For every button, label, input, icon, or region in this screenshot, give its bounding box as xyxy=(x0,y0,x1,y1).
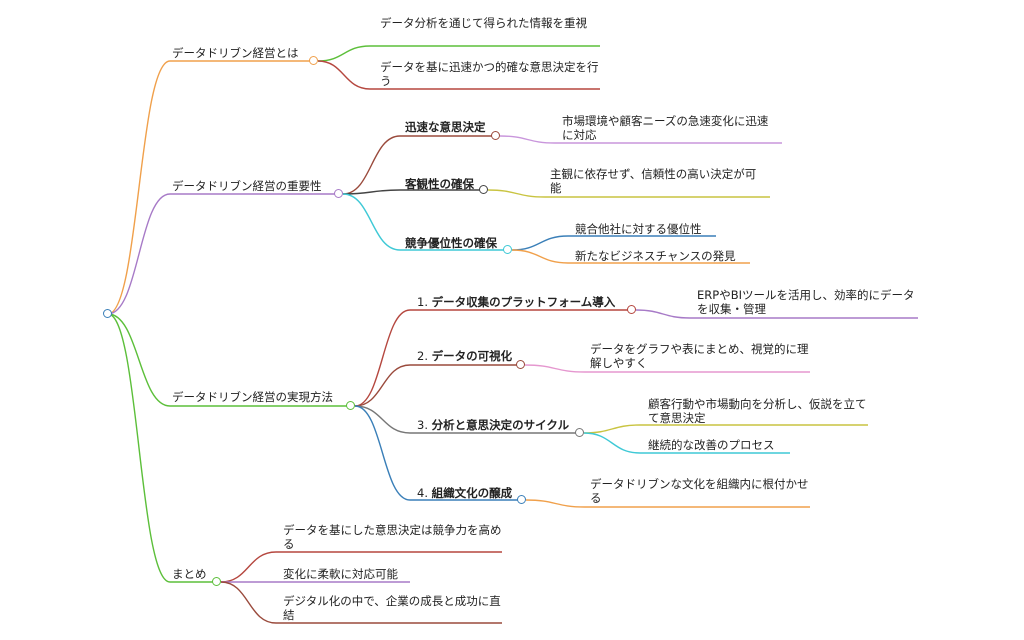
leaf-label: データドリブンな文化を組織内に根付かせる xyxy=(590,477,809,505)
branch-connector xyxy=(107,60,171,315)
leaf-label: ERPやBIツールを活用し、効率的にデータを収集・管理 xyxy=(697,288,915,316)
connector xyxy=(525,499,586,508)
step-number: 2. xyxy=(417,349,428,363)
step-title: データの可視化 xyxy=(431,349,513,363)
connector xyxy=(317,45,371,62)
connector xyxy=(499,135,556,144)
connector xyxy=(583,432,641,454)
step-number: 1. xyxy=(417,295,428,309)
branch-node[interactable] xyxy=(309,56,318,65)
connector xyxy=(220,581,277,624)
connector xyxy=(354,309,411,407)
step-number: 3. xyxy=(417,418,428,432)
connector xyxy=(511,249,569,264)
leaf-label: デジタル化の中で、企業の成長と成功に直結 xyxy=(283,594,501,622)
leaf-label: 顧客行動や市場動向を分析し、仮説を立てて意思決定 xyxy=(648,397,867,425)
branch-label: データドリブン経営の重要性 xyxy=(172,179,322,193)
leaf-label: データを基にした意思決定は競争力を高める xyxy=(283,523,502,551)
branch-label: データドリブン経営とは xyxy=(172,46,299,60)
sub-node[interactable] xyxy=(575,428,584,437)
connector xyxy=(342,189,401,195)
root-node[interactable] xyxy=(103,309,112,318)
connector xyxy=(342,193,401,251)
branch-node[interactable] xyxy=(346,401,355,410)
leaf-label: 継続的な改善のプロセス xyxy=(648,438,775,452)
sub-label: 3. 分析と意思決定のサイクル xyxy=(417,418,569,432)
sub-label: 4. 組織文化の醸成 xyxy=(417,486,512,500)
sub-label: 2. データの可視化 xyxy=(417,349,512,363)
sub-node[interactable] xyxy=(479,185,488,194)
sub-label: 迅速な意思決定 xyxy=(405,120,486,134)
leaf-label: 新たなビジネスチャンスの発見 xyxy=(575,249,736,263)
connector xyxy=(487,189,546,198)
connector xyxy=(342,135,401,195)
connector xyxy=(583,424,641,434)
connector xyxy=(220,551,277,583)
step-number: 4. xyxy=(417,486,428,500)
leaf-label: 変化に柔軟に対応可能 xyxy=(283,567,398,581)
connector xyxy=(635,309,691,319)
connector xyxy=(524,364,586,373)
sub-node[interactable] xyxy=(491,131,500,140)
sub-node[interactable] xyxy=(503,245,512,254)
branch-connector xyxy=(107,313,171,583)
connector xyxy=(511,235,569,251)
sub-label: 1. データ収集のプラットフォーム導入 xyxy=(417,295,615,309)
step-title: 分析と意思決定のサイクル xyxy=(431,418,570,432)
leaf-label: 市場環境や顧客ニーズの急速変化に迅速に対応 xyxy=(562,114,769,142)
leaf-label: 競合他社に対する優位性 xyxy=(575,222,702,236)
connector xyxy=(354,405,411,501)
branch-label: まとめ xyxy=(172,567,207,581)
step-title: 組織文化の醸成 xyxy=(431,486,513,500)
leaf-label: 主観に依存せず、信頼性の高い決定が可能 xyxy=(550,167,757,195)
sub-node[interactable] xyxy=(516,360,525,369)
branch-connector xyxy=(107,193,171,315)
branch-node[interactable] xyxy=(334,189,343,198)
sub-label: 客観性の確保 xyxy=(405,177,474,191)
sub-label: 競争優位性の確保 xyxy=(405,236,497,250)
step-title: データ収集のプラットフォーム導入 xyxy=(431,295,616,309)
branch-label: データドリブン経営の実現方法 xyxy=(172,390,333,404)
leaf-label: データを基に迅速かつ的確な意思決定を行う xyxy=(380,60,599,88)
sub-node[interactable] xyxy=(517,495,526,504)
branch-connector xyxy=(107,313,171,407)
leaf-label: データをグラフや表にまとめ、視覚的に理解しやすく xyxy=(590,342,809,370)
leaf-label: データ分析を通じて得られた情報を重視 xyxy=(380,16,587,30)
connector xyxy=(354,405,411,434)
connector xyxy=(354,364,411,407)
connector xyxy=(317,60,371,90)
branch-node[interactable] xyxy=(212,577,221,586)
sub-node[interactable] xyxy=(627,305,636,314)
